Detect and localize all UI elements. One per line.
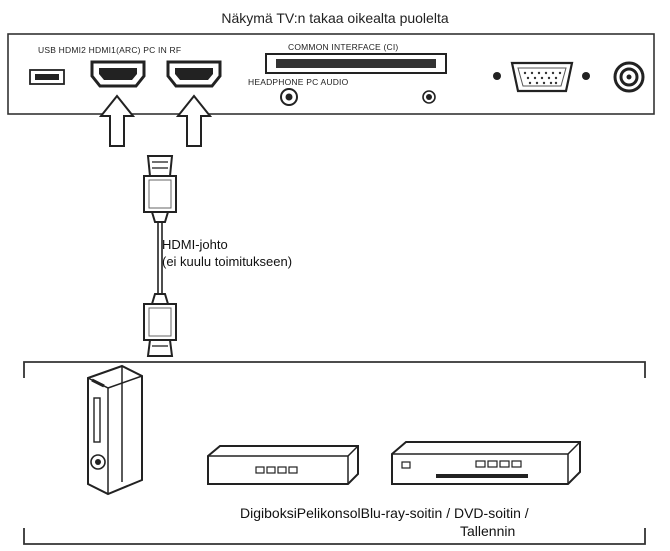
hdmi2-port-icon: [90, 60, 146, 88]
arrow-up-icon: [175, 94, 213, 147]
vga-port-icon: [493, 61, 590, 93]
pc-audio-jack-icon: [422, 90, 436, 104]
ci-label: COMMON INTERFACE (CI): [288, 42, 399, 52]
device-labels-line2: Tallennin: [460, 523, 516, 539]
set-top-box-icon: [207, 445, 359, 485]
audio-labels: HEADPHONE PC AUDIO: [248, 77, 349, 87]
hdmi-cable-icon: [143, 155, 177, 357]
diagram-title: Näkymä TV:n takaa oikealta puolelta: [221, 10, 449, 26]
cable-label-line1: HDMI-johto: [162, 237, 228, 252]
arrow-up-icon: [98, 94, 136, 147]
bluray-player-icon: [391, 441, 581, 485]
headphone-jack-icon: [280, 88, 298, 106]
device-labels-line1: DigiboksiPelikonsolBlu-ray-soitin / DVD-…: [240, 505, 529, 521]
rf-connector-icon: [613, 61, 645, 93]
cable-label-line2: (ei kuulu toimitukseen): [162, 254, 293, 269]
devices-bracket: [23, 361, 646, 378]
game-console-icon: [87, 364, 143, 496]
hdmi1-arc-port-icon: [166, 60, 222, 88]
port-labels-left: USB HDMI2 HDMI1(ARC) PC IN RF: [38, 45, 182, 55]
